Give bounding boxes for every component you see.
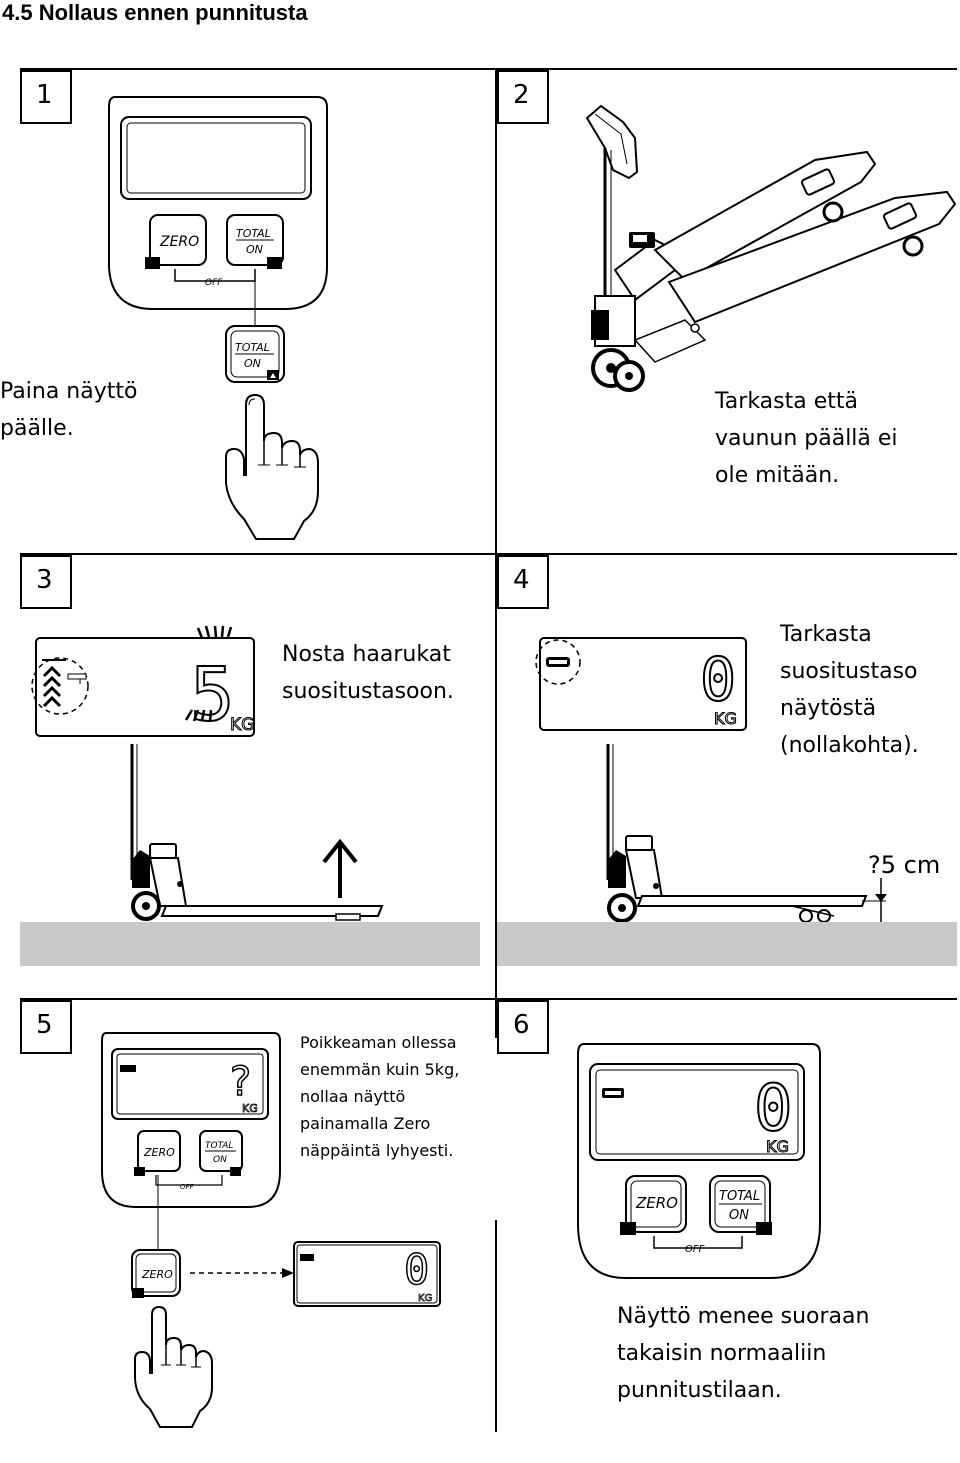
step-6-indicator: 0 KG ZERO TOTAL ON OFF bbox=[577, 1043, 821, 1279]
step-number-2: 2 bbox=[497, 70, 549, 124]
svg-text:ON: ON bbox=[213, 1155, 227, 1165]
svg-text:TOTAL: TOTAL bbox=[205, 1141, 233, 1151]
divider-center-3 bbox=[495, 998, 497, 1038]
step-4-pallet-truck-side bbox=[606, 744, 886, 923]
step-2-caption: Tarkasta että vaunun päällä ei ole mitää… bbox=[715, 389, 898, 488]
step-3-caption: Nosta haarukat suositustasoon. bbox=[282, 642, 454, 704]
up-arrow-icon bbox=[322, 838, 358, 898]
svg-text:TOTAL: TOTAL bbox=[719, 1189, 760, 1204]
svg-text:KG: KG bbox=[230, 715, 254, 735]
page-title: 4.5 Nollaus ennen punnitusta bbox=[2, 0, 308, 25]
step-5-caption: Poikkeaman ollessa enemmän kuin 5kg, nol… bbox=[300, 1033, 460, 1160]
step-5-display-zoom: 0 KG bbox=[293, 1241, 441, 1307]
divider-center-2 bbox=[495, 553, 497, 998]
height-label: ?5 cm bbox=[868, 851, 941, 879]
divider-row3 bbox=[20, 998, 957, 1000]
step-number-5: 5 bbox=[20, 1000, 72, 1054]
svg-text:ZERO: ZERO bbox=[635, 1194, 678, 1212]
svg-text:KG: KG bbox=[242, 1102, 258, 1115]
step-2-pallet-truck bbox=[585, 104, 957, 392]
step-4-ground bbox=[497, 922, 957, 966]
svg-text:TOTAL: TOTAL bbox=[235, 341, 270, 354]
level-chevrons-icon bbox=[42, 659, 66, 708]
svg-text:ZERO: ZERO bbox=[141, 1268, 173, 1281]
step-3-digit: 5 bbox=[190, 652, 235, 738]
step-6-caption: Näyttö menee suoraan takaisin normaaliin… bbox=[617, 1304, 870, 1403]
step-3-ground bbox=[20, 922, 480, 966]
step-number-1: 1 bbox=[20, 70, 72, 124]
svg-text:OFF: OFF bbox=[205, 278, 223, 288]
step-4-display: 0 KG bbox=[535, 637, 747, 731]
step-number-6: 6 bbox=[497, 1000, 549, 1054]
step-3-display: 5 KG bbox=[31, 625, 255, 739]
svg-text:ON: ON bbox=[246, 243, 263, 256]
dashed-arrow-icon bbox=[190, 1268, 294, 1278]
step-6-digit: 0 bbox=[754, 1072, 793, 1146]
step-3-pallet-truck-side bbox=[130, 744, 384, 921]
divider-row2 bbox=[20, 553, 957, 555]
svg-text:ZERO: ZERO bbox=[143, 1146, 175, 1159]
step-4-caption: Tarkasta suositustaso näytöstä (nollakoh… bbox=[780, 622, 919, 758]
svg-text:KG: KG bbox=[418, 1293, 432, 1304]
divider-top bbox=[20, 68, 957, 70]
svg-text:KG: KG bbox=[714, 709, 737, 728]
svg-text:OFF: OFF bbox=[180, 1183, 195, 1191]
step-5-zero-key-zoom: ZERO bbox=[131, 1249, 181, 1298]
step-1-total-on-key-zoom: TOTAL ON bbox=[225, 325, 285, 383]
step-number-3: 3 bbox=[20, 555, 72, 609]
finger-pointing-hand-icon bbox=[225, 393, 319, 540]
step-1-caption: Paina näyttö päälle. bbox=[0, 379, 138, 441]
svg-text:ON: ON bbox=[729, 1208, 749, 1223]
finger-pointing-hand-icon bbox=[134, 1305, 213, 1428]
step-5-zoom-digit: 0 bbox=[404, 1245, 429, 1294]
svg-text:ON: ON bbox=[244, 357, 261, 370]
divider-center-4 bbox=[495, 1220, 497, 1432]
svg-text:TOTAL: TOTAL bbox=[236, 227, 271, 240]
step-5-question-mark: ? bbox=[230, 1059, 251, 1105]
step-4-digit: 0 bbox=[700, 645, 736, 715]
svg-text:KG: KG bbox=[766, 1137, 789, 1156]
zero-key-label: ZERO bbox=[159, 234, 199, 250]
step-5-indicator: ? KG ZERO TOTAL ON OFF bbox=[101, 1032, 281, 1253]
step-number-4: 4 bbox=[497, 555, 549, 609]
step-1-indicator: ZERO TOTAL ON OFF bbox=[108, 96, 328, 325]
divider-center-1 bbox=[495, 68, 497, 553]
svg-text:OFF: OFF bbox=[685, 1244, 705, 1255]
